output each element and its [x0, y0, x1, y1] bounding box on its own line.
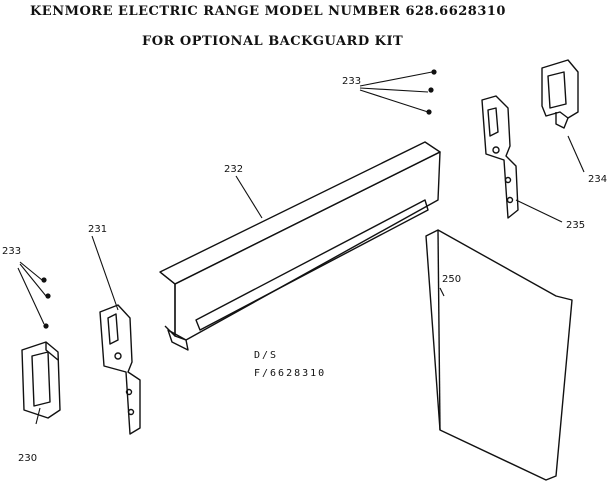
part-250-panel	[425, 229, 573, 481]
part-232-backguard-trim	[159, 141, 441, 351]
part-235-right-bracket	[481, 95, 519, 219]
callout-233-left: 233	[2, 246, 22, 257]
part-230-left-end-cap	[21, 341, 61, 419]
diagram-title: KENMORE ELECTRIC RANGE MODEL NUMBER 628.…	[30, 4, 506, 19]
diagram-subtitle: FOR OPTIONAL BACKGUARD KIT	[142, 34, 404, 49]
callout-250: 250	[442, 274, 462, 285]
callout-230: 230	[18, 453, 38, 464]
callout-233-right: 233	[342, 76, 362, 87]
note-line-2: F/6628310	[254, 368, 327, 379]
part-233-screws-right	[426, 69, 437, 115]
part-234-right-end-cap	[541, 59, 579, 129]
part-233-screws-left	[41, 277, 51, 329]
callout-232: 232	[224, 164, 244, 175]
note-line-1: D/S	[254, 350, 279, 361]
leader-lines	[17, 71, 585, 425]
callout-235: 235	[566, 220, 586, 231]
part-231-left-bracket	[99, 304, 141, 435]
callout-234: 234	[588, 174, 608, 185]
callout-231: 231	[88, 224, 108, 235]
